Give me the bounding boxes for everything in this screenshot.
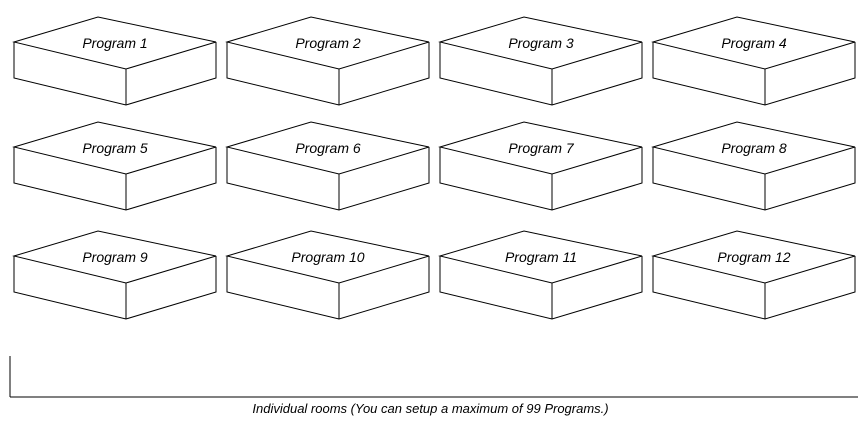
program-box: Program 8 [651,121,856,211]
grid-bracket [9,356,858,398]
program-box: Program 3 [438,16,643,106]
program-label: Program 4 [721,35,787,51]
program-box: Program 6 [225,121,430,211]
program-label: Program 5 [82,140,148,156]
program-box: Program 2 [225,16,430,106]
program-label: Program 9 [82,249,148,265]
program-box: Program 12 [651,230,856,320]
program-box: Program 5 [12,121,217,211]
program-label: Program 2 [295,35,361,51]
program-box: Program 9 [12,230,217,320]
program-label: Program 6 [295,140,361,156]
diagram-caption: Individual rooms (You can setup a maximu… [252,401,609,416]
program-label: Program 7 [508,140,575,156]
program-label: Program 3 [508,35,574,51]
program-label: Program 8 [721,140,787,156]
program-boxes: Program 1 Program 2 Program 3 Program 4 Prog… [12,16,856,320]
program-box: Program 4 [651,16,856,106]
program-box: Program 10 [225,230,430,320]
program-label: Program 1 [82,35,147,51]
program-box: Program 1 [12,16,217,106]
program-label: Program 10 [291,249,364,265]
program-label: Program 12 [717,249,790,265]
program-box: Program 11 [438,230,643,320]
program-label: Program 11 [505,249,577,265]
program-box: Program 7 [438,121,643,211]
